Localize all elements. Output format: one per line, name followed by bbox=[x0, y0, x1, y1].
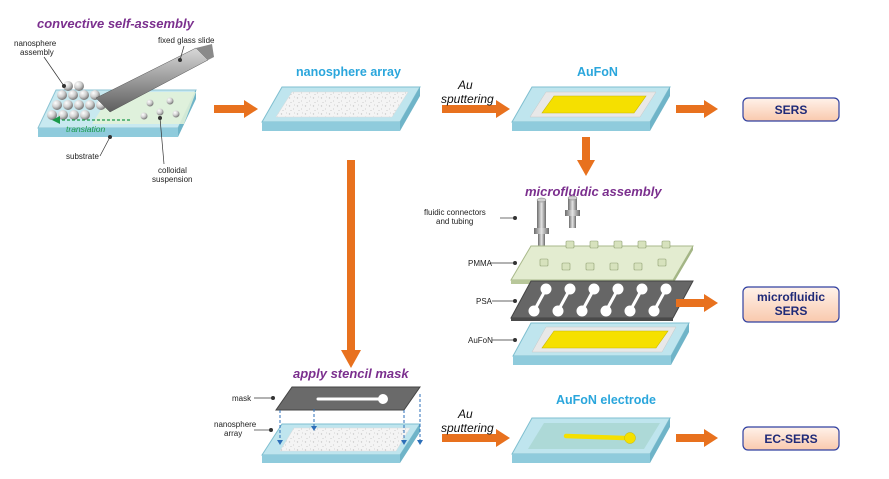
title-nanosphere-array: nanosphere array bbox=[296, 65, 401, 79]
label-psa: PSA bbox=[476, 297, 493, 306]
leader-dot-nanosphere-array bbox=[269, 428, 273, 432]
label-substrate: substrate bbox=[66, 152, 99, 161]
leader-dot-fixed-glass-slide bbox=[178, 58, 182, 62]
label-colloidal-line2: suspension bbox=[152, 175, 192, 184]
leader-dot-psa bbox=[513, 299, 517, 303]
title-microfluidic-assembly: microfluidic assembly bbox=[525, 184, 662, 199]
leader-colloidal bbox=[159, 117, 165, 165]
label-fixed-glass-slide: fixed glass slide bbox=[158, 36, 215, 45]
translation-label: translation bbox=[66, 124, 105, 134]
pmma-layer bbox=[510, 240, 694, 284]
label-colloidal-line1: colloidal bbox=[158, 166, 187, 175]
au-label-bottom: Au bbox=[457, 407, 473, 421]
leader-dot-substrate bbox=[108, 135, 112, 139]
arrow-to-microfluidic-sers bbox=[676, 294, 718, 312]
output-sers-text: SERS bbox=[775, 103, 808, 117]
glass-slide-end bbox=[196, 44, 214, 60]
leader-dot-aufon-layer bbox=[513, 338, 517, 342]
arrow-to-ec-sers bbox=[676, 429, 718, 447]
arrow-au-sputtering-bottom bbox=[442, 429, 510, 447]
au-label-top: Au bbox=[457, 78, 473, 92]
leader-dot-fluidic bbox=[513, 216, 517, 220]
title-convective-self-assembly: convective self-assembly bbox=[37, 16, 195, 31]
arrow-convective-to-array bbox=[214, 100, 258, 118]
output-box-sers: SERS bbox=[742, 97, 840, 122]
arrow-aufon-to-sers bbox=[676, 100, 718, 118]
arrow-aufon-down bbox=[577, 137, 595, 176]
label-pmma: PMMA bbox=[468, 259, 493, 268]
output-microfluidic-text-line1: microfluidic bbox=[757, 290, 825, 304]
substrate-front bbox=[38, 128, 178, 137]
label-nanosphere-array-line2: array bbox=[224, 429, 242, 438]
leader-fixed-glass-slide bbox=[179, 45, 185, 61]
title-aufon-electrode: AuFoN electrode bbox=[556, 393, 656, 407]
leader-dot-nanosphere-assembly bbox=[62, 84, 66, 88]
psa-layer bbox=[510, 280, 694, 321]
arrow-array-down bbox=[341, 160, 361, 368]
translation-arrow-head bbox=[52, 116, 60, 124]
nanosphere-assembly bbox=[47, 81, 180, 120]
aufon-slab bbox=[511, 86, 671, 131]
label-nanosphere-array-line1: nanosphere bbox=[214, 420, 257, 429]
leader-dot-mask bbox=[271, 396, 275, 400]
label-nanosphere-assembly-line2: assembly bbox=[20, 48, 54, 57]
label-nanosphere-assembly-line1: nanosphere bbox=[14, 39, 57, 48]
leader-substrate bbox=[99, 136, 111, 157]
output-box-microfluidic-sers: microfluidic SERS bbox=[742, 286, 840, 323]
nanosphere-array-slab bbox=[261, 86, 421, 131]
leader-dot-pmma bbox=[513, 261, 517, 265]
sputtering-label-bottom: sputtering bbox=[441, 421, 494, 435]
leader-dot-colloidal bbox=[158, 116, 162, 120]
stencil-assembly bbox=[261, 386, 423, 463]
title-aufon: AuFoN bbox=[577, 65, 618, 79]
title-apply-stencil-mask: apply stencil mask bbox=[293, 366, 409, 381]
aufon-bottom-layer bbox=[512, 322, 690, 365]
label-fluidic-connectors-line1: fluidic connectors bbox=[424, 208, 486, 217]
arrow-au-sputtering-top bbox=[442, 100, 510, 118]
fluidic-connectors bbox=[534, 195, 580, 246]
sputtering-label-top: sputtering bbox=[441, 92, 494, 106]
label-fluidic-connectors-line2: and tubing bbox=[436, 217, 473, 226]
label-aufon-layer: AuFoN bbox=[468, 336, 493, 345]
convective-assembly-illustration: translation bbox=[37, 44, 214, 137]
output-microfluidic-text-line2: SERS bbox=[775, 304, 808, 318]
leader-nanosphere-assembly bbox=[43, 56, 65, 87]
label-mask: mask bbox=[232, 394, 252, 403]
output-ec-sers-text: EC-SERS bbox=[764, 432, 817, 446]
output-box-ec-sers: EC-SERS bbox=[742, 426, 840, 451]
aufon-electrode-slab bbox=[511, 417, 671, 463]
